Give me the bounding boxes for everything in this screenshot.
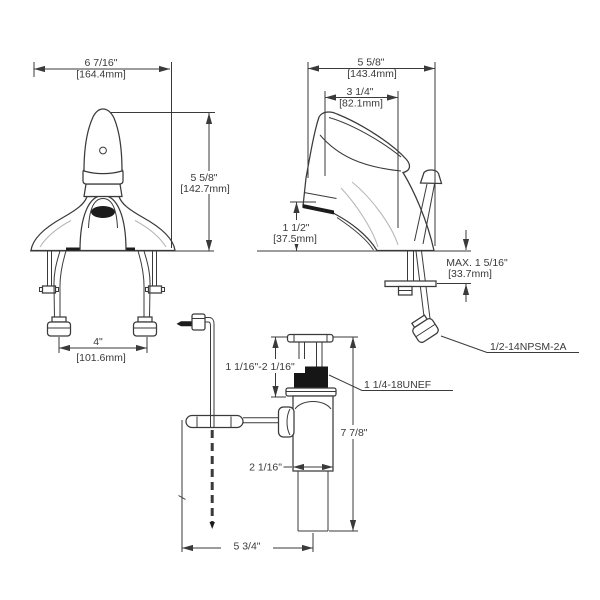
dim-rod-offset: 5 3/4" bbox=[178, 420, 314, 553]
clevis-strap bbox=[185, 414, 244, 429]
dim-side-handle-inches: 3 1/4" bbox=[346, 86, 373, 98]
dim-deck-max: MAX. 1 5/16" [33.7mm] bbox=[437, 230, 508, 302]
dim-side-width-inches: 5 5/8" bbox=[357, 57, 384, 69]
supply-thread-label: 1/2-14NPSM-2A bbox=[490, 341, 566, 353]
spout-opening-front bbox=[91, 206, 115, 218]
dim-front-spread-mm: [101.6mm] bbox=[76, 352, 126, 364]
dim-drain-diameter: 2 1/16" bbox=[249, 462, 333, 474]
dim-deck-max-inches: MAX. 1 5/16" bbox=[446, 257, 508, 269]
supply-end-nut bbox=[410, 314, 439, 343]
dim-front-width-inches: 6 7/16" bbox=[85, 57, 118, 69]
pivot-nut bbox=[277, 406, 295, 438]
drain-assembly: 1 1/16"-2 1/16" 1 1/4-18UNEF 7 7/8" 2 1/… bbox=[176, 313, 453, 553]
dim-front-height: 5 5/8" [142.7mm] bbox=[111, 112, 230, 251]
dim-side-handle-mm: [82.1mm] bbox=[339, 98, 383, 110]
shank-and-supply-side bbox=[384, 250, 439, 343]
side-view: 5 5/8" [143.4mm] 3 1/4" [82.1mm] 1 1/2" … bbox=[257, 57, 579, 353]
faucet-front-outline bbox=[30, 108, 176, 252]
stopper-cap bbox=[286, 333, 334, 343]
dim-front-height-mm: [142.7mm] bbox=[180, 183, 230, 195]
dim-front-spread-inches: 4" bbox=[93, 336, 103, 348]
lift-rod-knob bbox=[419, 169, 443, 185]
lift-rod-pin bbox=[176, 321, 192, 327]
supply-lines-front bbox=[39, 250, 165, 337]
drain-thread-label: 1 1/4-18UNEF bbox=[364, 379, 431, 391]
callout-supply-thread: 1/2-14NPSM-2A bbox=[440, 335, 579, 353]
dim-front-width: 6 7/16" [164.4mm] bbox=[33, 57, 172, 248]
dim-drain-height: 7 7/8" bbox=[329, 336, 374, 532]
lift-rod-block bbox=[191, 313, 206, 331]
aerator-tip bbox=[302, 204, 334, 215]
dim-front-spread: 4" [101.6mm] bbox=[58, 336, 148, 364]
front-view: 6 7/16" [164.4mm] 5 5/8" [142.7mm] 4" [1… bbox=[30, 57, 230, 364]
rod-offset-label: 5 3/4" bbox=[233, 541, 260, 553]
dim-front-height-inches: 5 5/8" bbox=[190, 172, 217, 184]
dim-side-width-mm: [143.4mm] bbox=[347, 68, 397, 80]
dim-spout-height-inches: 1 1/2" bbox=[282, 222, 309, 234]
dim-front-width-mm: [164.4mm] bbox=[76, 69, 126, 81]
stopper-range-label: 1 1/16"-2 1/16" bbox=[225, 361, 295, 373]
lift-rod bbox=[176, 313, 279, 529]
callout-drain-thread: 1 1/4-18UNEF bbox=[328, 374, 453, 391]
dim-side-width: 5 5/8" [143.4mm] bbox=[307, 57, 436, 246]
mounting-washer bbox=[384, 280, 437, 288]
drain-diameter-label: 2 1/16" bbox=[249, 462, 282, 474]
dim-side-handle: 3 1/4" [82.1mm] bbox=[324, 86, 399, 228]
aerator-step bbox=[303, 192, 337, 199]
handle-front bbox=[83, 108, 123, 175]
dim-stopper-range: 1 1/16"-2 1/16" bbox=[217, 336, 305, 398]
handle-hole bbox=[99, 146, 107, 155]
dim-spout-height: 1 1/2" [37.5mm] bbox=[271, 201, 321, 251]
drain-height-label: 7 7/8" bbox=[340, 427, 367, 439]
faucet-side-outline bbox=[302, 111, 443, 252]
dim-deck-max-mm: [33.7mm] bbox=[448, 268, 492, 280]
dim-spout-height-mm: [37.5mm] bbox=[273, 233, 317, 245]
